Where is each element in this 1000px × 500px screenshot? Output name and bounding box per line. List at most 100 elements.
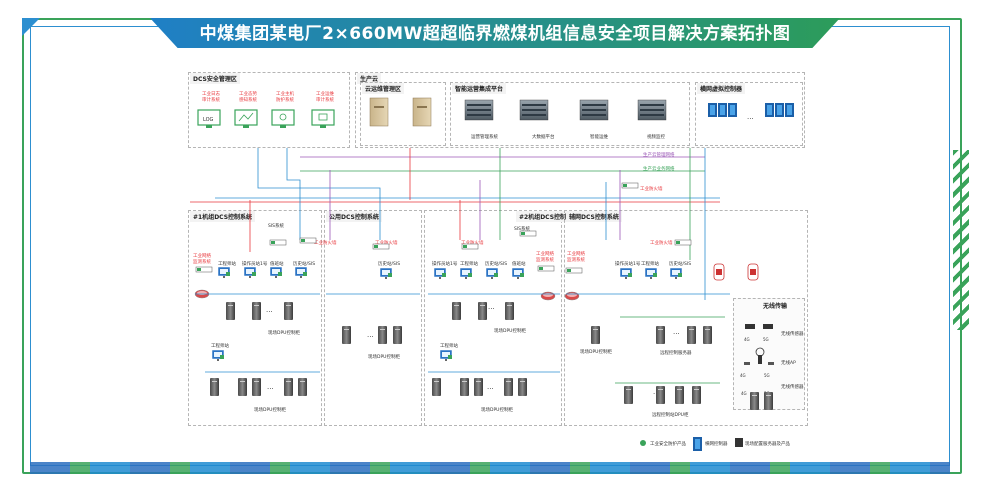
- unit2-tower-4-slot: [434, 381, 439, 382]
- net-label-business: 生产云业务网络: [643, 167, 675, 172]
- unit1-tower-1-slot: [228, 305, 233, 306]
- zone-label-prod-cloud: 生产云: [357, 73, 382, 84]
- wireless-item-3: 无线传感器: [781, 385, 804, 390]
- zone-aux: [564, 210, 808, 426]
- aux-pill-1-mark: [716, 269, 722, 275]
- dcs-mgmt-label-3: 工业主机 防护系统: [276, 92, 294, 103]
- aux-ctrl-bottom-label: 远程控制站DPU柜: [652, 413, 689, 418]
- zone-label-border-ctrl: 横网虚拟控制器: [697, 83, 746, 94]
- wireless-sensor-2: [763, 324, 773, 329]
- unit1-station-1: 工程师站: [218, 262, 236, 267]
- audit-icon-stand: [320, 125, 326, 128]
- border-ctrl-ellipsis: ···: [747, 115, 754, 123]
- cloud-server-2-slot: [417, 106, 427, 108]
- wireless-ap-icon: [755, 347, 765, 357]
- unit2-sis-label: SIS系统: [514, 227, 531, 232]
- common-station-label: 历史站/SIS: [378, 262, 401, 267]
- unit2-station-1: 操作员站1号: [432, 262, 458, 267]
- aux-monitor-label: 工业网络 监测系统: [567, 252, 585, 263]
- common-station-icon-stand: [385, 277, 387, 279]
- unit2-eng2-icon-screen: [442, 352, 450, 357]
- unit1-fw-device: [299, 237, 317, 244]
- unit2-tower-6-slot: [476, 381, 481, 382]
- dcs-mgmt-label-4: 工业运维 审计系统: [316, 92, 334, 103]
- aux-station-1-icon-screen: [622, 270, 630, 275]
- border-ctrl-4-panel: [767, 105, 772, 115]
- legend-label-3: 现场配置服务器及产品: [745, 442, 790, 447]
- net-label-mgmt: 生产云管理网络: [643, 153, 675, 158]
- log-icon: LOG: [203, 117, 214, 123]
- wireless-tower-a: [744, 362, 750, 365]
- unit2-tower-1-slot: [454, 305, 459, 306]
- unit1-station-2-icon-badge: [252, 272, 256, 276]
- aux-station-2-icon-screen: [647, 270, 655, 275]
- wireless-sensor-3-slot: [752, 395, 757, 396]
- wireless-sensor-1: [745, 324, 755, 329]
- unit1-tower-5: [238, 378, 247, 396]
- unit1-station-3-icon-screen: [272, 269, 280, 274]
- unit2-tower-3: [505, 302, 514, 320]
- aux-tower-mid-slot: [593, 329, 598, 330]
- wireless-tag-3: 4G: [740, 373, 746, 378]
- zone-cloud-mgmt: [360, 82, 446, 146]
- unit1-tower-3-slot: [286, 305, 291, 306]
- unit2-station-3-icon-stand: [491, 277, 493, 279]
- aux-fw-device: [674, 239, 692, 246]
- audit-icon: [311, 109, 335, 126]
- unit1-station-4-icon-badge: [303, 272, 307, 276]
- dcs-mgmt-icon-log-stand: [206, 125, 212, 128]
- common-tower-1-slot: [344, 329, 349, 330]
- platform-server-1-bay1: [467, 109, 491, 111]
- aux-monitor-device: [565, 267, 583, 274]
- unit2-fw-device: [461, 243, 479, 250]
- common-fw-device: [372, 243, 390, 250]
- aux-station-3-icon-screen: [672, 270, 680, 275]
- zone-unit1: [188, 210, 322, 426]
- unit1-monitor-device-badge: [197, 268, 201, 271]
- link-dcs-common: [257, 148, 381, 240]
- unit1-station-4: 历史站/SIS: [293, 262, 316, 267]
- zone-smart-platform: [450, 82, 690, 146]
- aux-tower-3-slot: [705, 329, 710, 330]
- wireless-tag-5: 4G: [741, 391, 747, 396]
- unit1-sis-label: SIS系统: [268, 224, 285, 229]
- common-tower-2: [378, 326, 387, 344]
- border-ctrl-2-panel: [720, 105, 725, 115]
- platform-server-3-bay0: [582, 104, 606, 106]
- unit2-tower-7-slot: [506, 381, 511, 382]
- unit1-station-3: 值班站: [270, 262, 284, 267]
- legend-black-device-icon: [735, 438, 743, 447]
- aux-tower-7-slot: [694, 389, 699, 390]
- dcs-mgmt-label-2: 工业态势 感知系统: [239, 92, 257, 103]
- unit2-station-4: 值班站: [512, 262, 526, 267]
- unit2-eng2-icon-stand: [445, 359, 447, 361]
- common-tower-3: [393, 326, 402, 344]
- unit1-ctrl1-label: 现场DPU控制柜: [268, 331, 300, 336]
- unit2-monitor-device-badge: [539, 267, 543, 270]
- unit2-tower-8: [518, 378, 527, 396]
- unit2-ellipsis-1: ···: [488, 305, 495, 313]
- unit1-tower-6: [252, 378, 261, 396]
- zone-border-ctrl: [695, 82, 803, 146]
- platform-label-2: 大数据平台: [532, 135, 555, 140]
- side-stripes-decoration: [953, 150, 969, 330]
- wireless-sensor-3: [750, 392, 759, 410]
- wireless-item-1: 无线传感器: [781, 332, 804, 337]
- unit1-station-1-icon-badge: [226, 272, 230, 276]
- unit2-fw-device-badge: [463, 245, 467, 248]
- common-station-icon-badge: [388, 273, 392, 277]
- unit1-sis-device-badge: [271, 241, 275, 244]
- unit1-tower-8-slot: [300, 381, 305, 382]
- unit1-station-1-icon-stand: [223, 276, 225, 278]
- unit2-ctrl1-label: 现场DPU控制柜: [494, 329, 526, 334]
- unit2-monitor-device: [537, 265, 555, 272]
- zone-label-dcs-mgmt: DCS安全管理区: [190, 73, 240, 84]
- unit1-sis-device: [269, 239, 287, 246]
- unit1-tower-1: [226, 302, 235, 320]
- unit1-fw-label: 工业防火墙: [314, 241, 337, 246]
- unit1-ellipsis-1: ···: [266, 308, 273, 316]
- border-ctrl-5-panel: [777, 105, 782, 115]
- legend-blue-device-icon-panel: [695, 439, 700, 449]
